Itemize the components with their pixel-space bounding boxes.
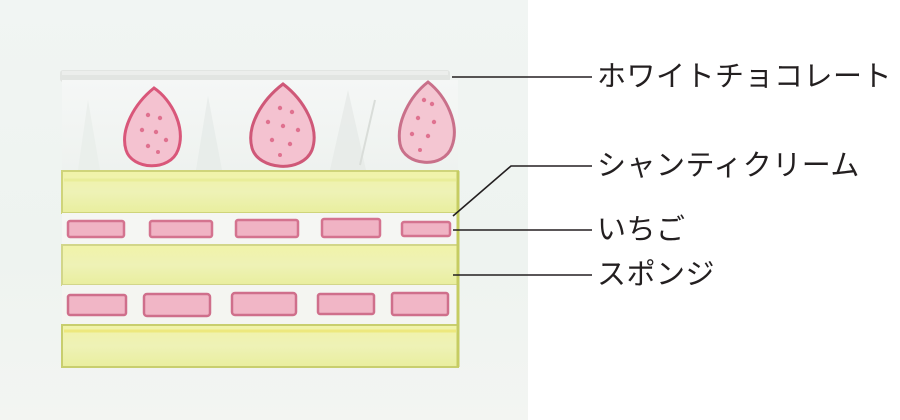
cake-body: [61, 170, 460, 368]
cake-illustration: [60, 70, 460, 368]
label-sponge: スポンジ: [597, 257, 716, 291]
strawberry-slices-row-1: [66, 217, 452, 239]
label-chantilly-cream: シャンティクリーム: [597, 148, 860, 182]
label-strawberry: いちご: [597, 212, 686, 246]
leader-chantilly-cream: [452, 165, 592, 217]
strawberry-slices-row-2: [66, 291, 450, 318]
label-white-chocolate: ホワイトチョコレート: [597, 59, 893, 93]
white-chocolate-layer: [60, 70, 450, 82]
top-strawberries: [123, 80, 456, 168]
